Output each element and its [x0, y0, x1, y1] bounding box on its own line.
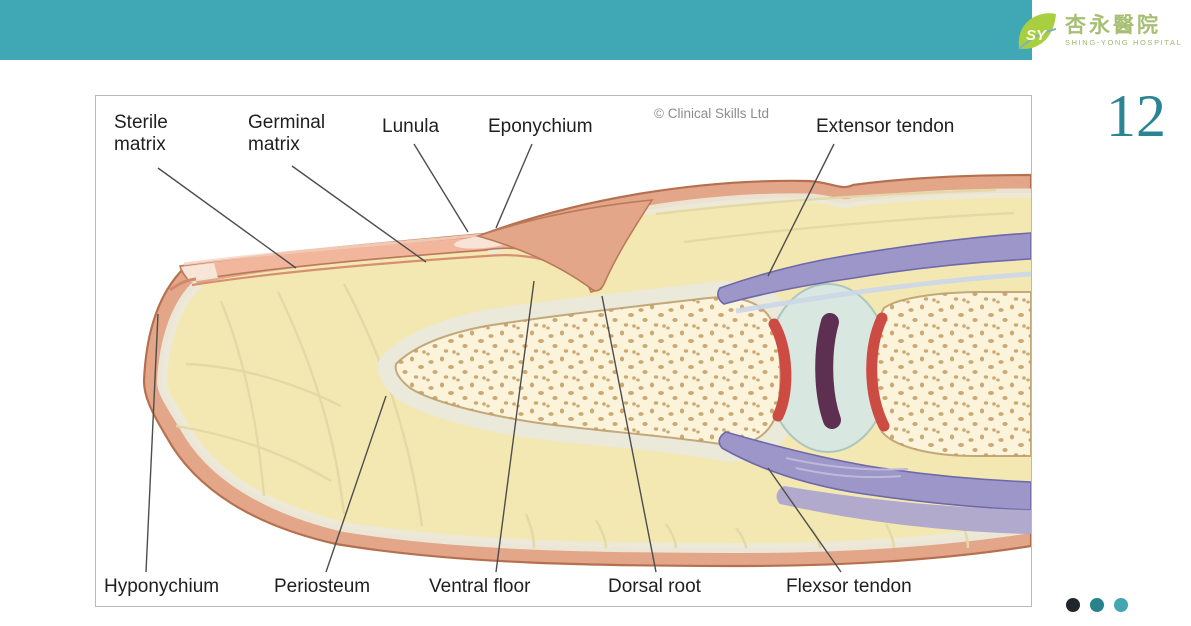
label-ventral-floor: Ventral floor [429, 576, 531, 597]
leader-hyponychium [145, 313, 159, 573]
anatomy-diagram: Sterile matrix Germinal matrix Lunula Ep… [95, 95, 1032, 607]
label-dorsal-root: Dorsal root [608, 576, 701, 597]
hospital-logo: SY 杏永醫院 SHING-YONG HOSPITAL [1013, 5, 1183, 57]
label-sterile-matrix: Sterile matrix [114, 112, 168, 156]
distal-phalanx-bone [394, 296, 782, 446]
label-extensor-tendon: Extensor tendon [816, 116, 955, 137]
nail-free-edge [181, 263, 218, 282]
leader-lines [145, 143, 842, 573]
leaf-logo-icon: SY [1018, 13, 1057, 50]
progress-dot [1066, 598, 1080, 612]
middle-phalanx-bone [871, 291, 1031, 457]
leader-flexor-tendon [767, 467, 842, 573]
label-hyponychium: Hyponychium [104, 576, 220, 597]
label-germinal-matrix: Germinal matrix [248, 112, 326, 156]
label-periosteum: Periosteum [274, 576, 371, 597]
label-lunula: Lunula [382, 116, 440, 137]
leader-periosteum [325, 395, 387, 573]
label-flexor-tendon: Flexsor tendon [786, 576, 912, 597]
logo-monogram: SY [1026, 27, 1048, 44]
progress-dot [1090, 598, 1104, 612]
leader-lunula [413, 143, 469, 233]
dip-joint [768, 312, 890, 432]
header-bar [0, 0, 1032, 60]
copyright-credit: © Clinical Skills Ltd [654, 106, 769, 121]
hospital-name-en: SHING-YONG HOSPITAL [1065, 38, 1183, 48]
page-number: 12 [1106, 83, 1166, 149]
extensor-tendon-shape [717, 232, 1031, 305]
leader-ventral-floor [495, 280, 535, 573]
leader-eponychium [495, 143, 533, 229]
progress-dots [1066, 598, 1128, 612]
fingertip-illustration [142, 143, 1031, 573]
leader-dorsal-root [601, 295, 657, 573]
eponychium-fold [475, 199, 654, 292]
label-eponychium: Eponychium [488, 116, 593, 137]
hyponychium-area [169, 277, 197, 292]
leader-sterile-matrix [157, 167, 297, 269]
flexor-tendon-shape [718, 431, 1031, 534]
leader-extensor-tendon [767, 143, 835, 277]
progress-dot [1114, 598, 1128, 612]
hospital-name-zh: 杏永醫院 [1065, 14, 1161, 38]
leader-germinal-matrix [291, 165, 427, 263]
